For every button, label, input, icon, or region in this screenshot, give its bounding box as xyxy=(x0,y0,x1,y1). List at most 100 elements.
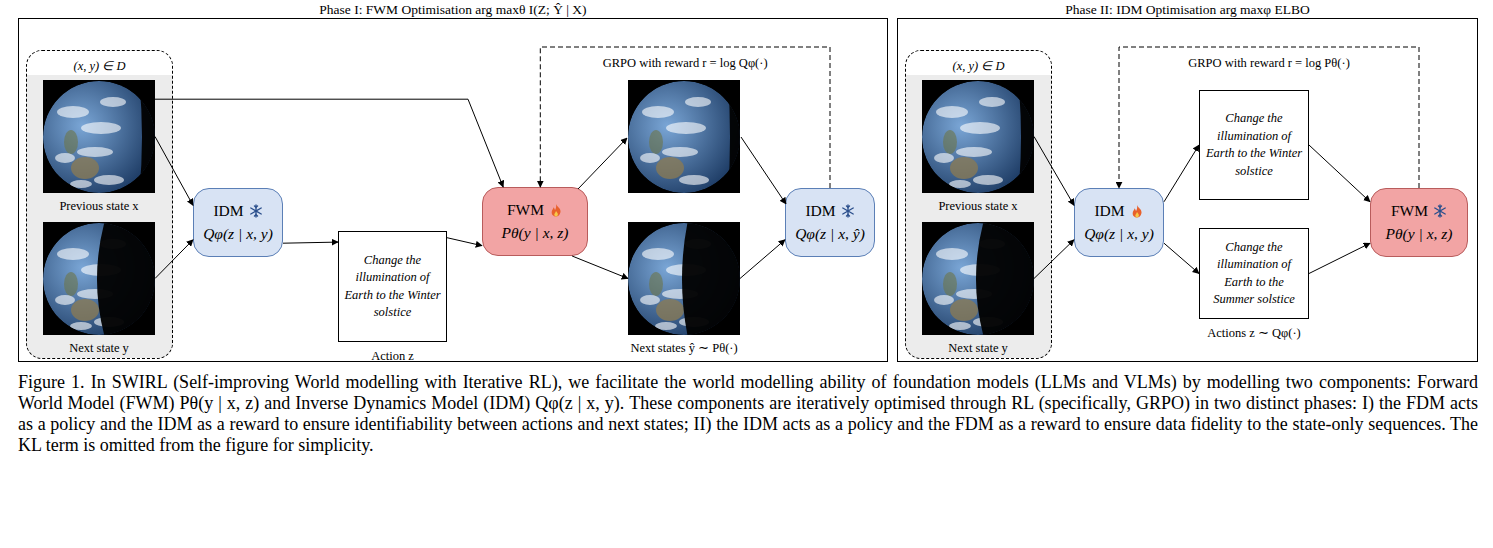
arrow-connector xyxy=(740,240,785,279)
cloud xyxy=(100,97,126,107)
idm-box: IDM Qφ(z | x, ŷ) xyxy=(785,188,875,257)
idm-box: IDMQφ(z | x, y) xyxy=(193,188,283,257)
cloud xyxy=(936,248,968,260)
cloud xyxy=(949,180,971,188)
land xyxy=(71,157,99,179)
space xyxy=(922,80,1034,193)
earth-disc xyxy=(43,81,155,193)
cloud xyxy=(642,106,674,118)
cloud xyxy=(662,147,698,157)
arrow-connector xyxy=(1034,240,1074,279)
earth-image: Previous state x xyxy=(922,80,1034,193)
frozen-icon xyxy=(841,204,855,218)
cloud xyxy=(81,122,121,134)
model-heading: IDM xyxy=(805,202,854,220)
night-side xyxy=(97,222,155,335)
trainable-icon xyxy=(1130,204,1144,218)
earth-image: Previous state x xyxy=(43,80,155,193)
land xyxy=(943,272,957,296)
image-caption: Previous state x xyxy=(59,199,138,213)
cloud xyxy=(934,295,954,305)
land xyxy=(71,299,99,321)
action-box: Change the illumination of Earth to the … xyxy=(338,231,447,342)
model-formula: Qφ(z | x, ŷ) xyxy=(795,225,865,243)
land xyxy=(649,130,663,154)
night-side xyxy=(976,222,1034,335)
cloud xyxy=(55,153,75,163)
night-side xyxy=(1018,80,1034,193)
model-name: IDM xyxy=(213,202,243,220)
arrow-line xyxy=(741,137,786,204)
model-formula: Pθ(y | x, z) xyxy=(502,224,569,242)
model-name: FWM xyxy=(1391,202,1428,220)
text-holder: Next state y xyxy=(0,338,200,356)
panel-title: Phase I: FWM Optimisation arg maxθ I(Z; … xyxy=(319,2,586,17)
cloud xyxy=(979,97,1005,107)
text-holder: Previous state x xyxy=(877,196,1079,214)
arrow-connector xyxy=(1034,137,1074,206)
action-text: Change the illumination of Earth to the … xyxy=(1205,110,1303,180)
cloud xyxy=(94,175,124,185)
cloud xyxy=(685,97,711,107)
arrow-connector xyxy=(572,256,628,279)
figure-caption: Figure 1. In SWIRL (Self-improving World… xyxy=(18,372,1478,456)
edge-label: GRPO with reward r = log Qφ(·) xyxy=(601,56,770,70)
dataset-group: (x, y) ∈ D Previous state x Next state y xyxy=(905,50,1052,359)
reward-feedback-arrow xyxy=(540,47,830,188)
model-name: IDM xyxy=(1094,202,1124,220)
cloud xyxy=(960,122,1000,134)
land xyxy=(64,130,78,154)
arrow-connector xyxy=(155,137,193,206)
trainable-icon xyxy=(549,203,563,217)
space xyxy=(43,80,155,193)
arrow-connector xyxy=(1164,243,1199,273)
land xyxy=(656,157,684,179)
model-heading: IDM xyxy=(1094,202,1143,220)
cloud xyxy=(934,153,954,163)
dataset-label: (x, y) ∈ D xyxy=(74,59,126,73)
cloud xyxy=(642,248,674,260)
fwm-box: FWMPθ(y | x, z) xyxy=(1370,188,1468,257)
cloud xyxy=(936,106,968,118)
cloud xyxy=(640,295,660,305)
image-caption: Next state y xyxy=(948,341,1008,355)
arrow-connector xyxy=(1309,243,1370,273)
night-side xyxy=(682,222,740,335)
arrow-line xyxy=(578,138,627,189)
action-text: Change the illumination of Earth to the … xyxy=(1205,239,1303,309)
earth-picture xyxy=(43,80,155,193)
dataset-group: (x, y) ∈ D Previous state x Next state y xyxy=(26,50,173,359)
model-heading: IDM xyxy=(213,202,262,220)
model-heading: FWM xyxy=(1391,202,1447,220)
action-box: Change the illumination of Earth to the … xyxy=(1199,228,1309,319)
earth-image: Next state y xyxy=(922,222,1034,335)
text-holder: GRPO with reward r = log Qφ(·) xyxy=(485,53,885,71)
space xyxy=(628,80,740,193)
fwm-box: FWMPθ(y | x, z) xyxy=(482,187,588,256)
earth-image: Next states ŷ ∼ Pθ(·) xyxy=(628,222,740,335)
model-formula: Qφ(z | x, y) xyxy=(1084,225,1154,243)
arrow-connector xyxy=(1164,145,1199,202)
image-caption: Next state y xyxy=(69,341,129,355)
land xyxy=(64,272,78,296)
generated-earth-image xyxy=(628,78,744,196)
text-holder: Next state y xyxy=(877,338,1079,356)
dataset-label: (x, y) ∈ D xyxy=(953,59,1005,73)
earth-picture xyxy=(43,222,155,335)
action-text: Change the illumination of Earth to the … xyxy=(344,252,441,322)
land xyxy=(649,272,663,296)
action-caption: Action z xyxy=(371,349,414,363)
arrow-connector xyxy=(155,240,193,279)
cloud xyxy=(57,248,89,260)
text-holder: Action z xyxy=(299,346,486,364)
cloud xyxy=(70,180,92,188)
frozen-icon xyxy=(249,204,263,218)
arrow-connector xyxy=(283,242,338,243)
cloud xyxy=(949,322,971,330)
land xyxy=(950,299,978,321)
idm-box: IDM Qφ(z | x, y) xyxy=(1074,188,1164,257)
cloud xyxy=(655,322,677,330)
arrow-connector xyxy=(155,99,503,187)
